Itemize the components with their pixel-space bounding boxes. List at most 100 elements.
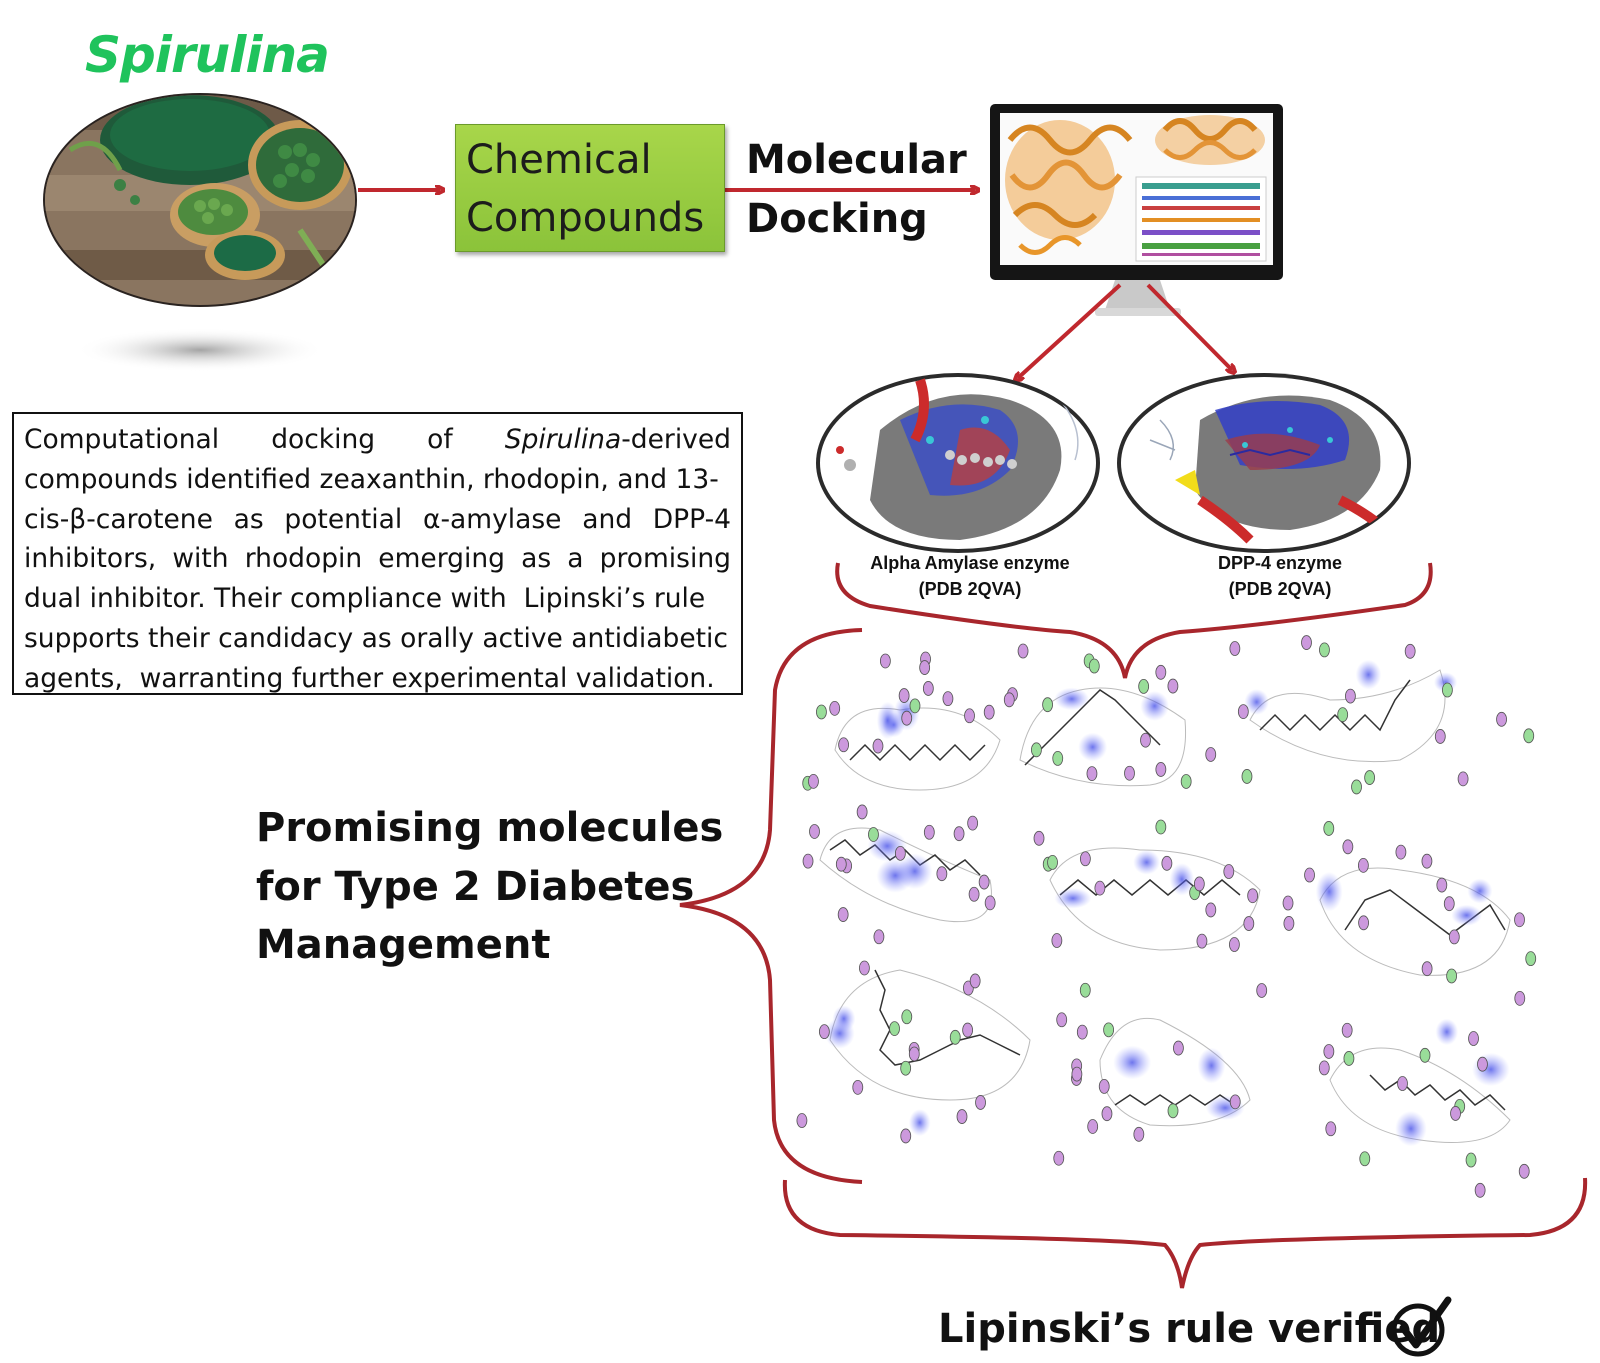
residue-bubble (1071, 1066, 1083, 1082)
residue-bubble (889, 1021, 900, 1037)
summary-word: Spirulina-derived (505, 420, 731, 460)
residue-bubble (1342, 839, 1354, 855)
summary-italic-spirulina: Spirulina (504, 424, 622, 455)
residue-bubble (1103, 1022, 1115, 1038)
dpp4-pdb: (PDB 2QVA) (1228, 579, 1332, 599)
residue-bubble (1525, 951, 1537, 967)
residue-bubble (1053, 1150, 1065, 1166)
summary-word: and (582, 503, 633, 535)
summary-word: promising (599, 543, 731, 575)
residue-bubble (1088, 658, 1100, 674)
summary-line-2: compounds identified zeaxanthin, rhodopi… (24, 463, 719, 495)
residue-bubble (818, 1024, 830, 1040)
residue-bubble (1031, 742, 1042, 758)
residue-bubble (809, 824, 820, 839)
residue-bubble (978, 874, 990, 890)
promising-line2: for Type 2 Diabetes (256, 864, 695, 910)
residue-bubble (1434, 729, 1446, 744)
residue-bubble (901, 1009, 913, 1025)
summary-word: docking (271, 424, 376, 455)
hydrophobic-highlight (1054, 887, 1092, 909)
residue-bubble (1518, 1163, 1530, 1179)
hydrophobic-highlight (1113, 1045, 1152, 1080)
hydrophobic-highlight (1133, 850, 1161, 875)
residue-bubble (829, 700, 841, 716)
residue-bubble (956, 1109, 968, 1124)
summary-box: Computational docking of Spirulina-deriv… (12, 412, 743, 695)
brace-bottom (782, 1177, 1588, 1289)
summary-word: a (567, 543, 584, 575)
residue-bubble (1343, 1051, 1355, 1066)
residue-bubble (1173, 1040, 1184, 1056)
summary-line-3: cis-β-carotene as potential α-amylase an… (24, 500, 731, 540)
residue-bubble (1358, 915, 1369, 931)
brace-left (679, 628, 863, 1184)
residue-bubble (1364, 770, 1376, 785)
summary-word: Computational (24, 424, 220, 455)
residue-bubble (1241, 769, 1253, 784)
residue-bubble (1450, 1106, 1461, 1121)
chemical-compounds-box: Chemical Compounds (455, 124, 725, 252)
residue-bubble (922, 681, 934, 696)
summary-word: of (427, 424, 453, 455)
hydrophobic-highlight (1244, 689, 1269, 715)
residue-bubble (975, 1095, 986, 1110)
residue-bubble (1138, 679, 1150, 694)
residue-bubble (968, 886, 980, 902)
residue-bubble (1042, 697, 1053, 713)
summary-word: inhibitors, (24, 543, 157, 575)
residue-bubble (835, 856, 847, 872)
hydrophobic-highlight (876, 858, 915, 893)
chemical-line2: Compounds (466, 195, 705, 241)
residue-bubble (1229, 1094, 1241, 1110)
residue-bubble (967, 815, 979, 831)
protein-structure (1005, 115, 1265, 255)
residue-bubble (1094, 880, 1106, 896)
alpha-amylase-structure (816, 373, 1100, 553)
residue-bubble (1318, 1060, 1330, 1076)
lipinski-verified-label: Lipinski’s rule verified (938, 1306, 1441, 1352)
summary-word: cis-β-carotene (24, 503, 213, 535)
residue-bubble (1140, 732, 1151, 748)
residue-bubble (1124, 765, 1135, 781)
residue-bubble (1205, 902, 1217, 918)
residue-bubble (909, 698, 921, 714)
residue-bubble (1155, 664, 1167, 680)
residue-bubble (1474, 1182, 1486, 1198)
hydrophobic-highlight (876, 701, 899, 740)
spirulina-photo (43, 93, 357, 372)
residue-bubble (1443, 896, 1455, 912)
residue-bubble (1301, 635, 1312, 650)
summary-line-6: supports their candidacy as orally activ… (24, 622, 728, 654)
summary-word: α-amylase (423, 503, 562, 535)
residue-bubble (1193, 876, 1205, 892)
summary-line-5: dual inhibitor. Their compliance with Li… (24, 583, 706, 615)
residue-bubble (919, 660, 931, 675)
monitor-icon (990, 104, 1283, 316)
residue-bubble (1133, 1126, 1145, 1142)
residue-bubble (1229, 641, 1241, 656)
residue-bubble (1421, 853, 1433, 869)
residue-bubble (953, 826, 965, 842)
residue-bubble (802, 853, 814, 869)
ligand-interaction-maps (796, 635, 1537, 1198)
residue-bubble (1205, 747, 1217, 762)
summary-word: with (172, 543, 229, 575)
summary-word-suffix: -derived (621, 424, 731, 455)
residue-bubble (1196, 933, 1208, 949)
hydrophobic-highlight (1395, 1110, 1427, 1147)
residue-bubble (1341, 1022, 1353, 1038)
alpha-amylase-pdb: (PDB 2QVA) (918, 579, 1022, 599)
residue-bubble (894, 845, 906, 861)
residue-bubble (1243, 916, 1255, 931)
hydrophobic-highlight (1140, 691, 1170, 721)
summary-line-1: Computational docking of Spirulina-deriv… (24, 420, 731, 460)
residue-bubble (900, 1060, 912, 1076)
residue-bubble (964, 708, 975, 724)
residue-bubble (872, 738, 884, 754)
dpp4-label: DPP-4 enzyme (1217, 553, 1343, 573)
promising-line1: Promising molecules (256, 805, 724, 851)
residue-bubble (1051, 933, 1063, 948)
residue-bubble (1087, 1119, 1099, 1134)
brace-under-enzymes (835, 562, 1433, 679)
